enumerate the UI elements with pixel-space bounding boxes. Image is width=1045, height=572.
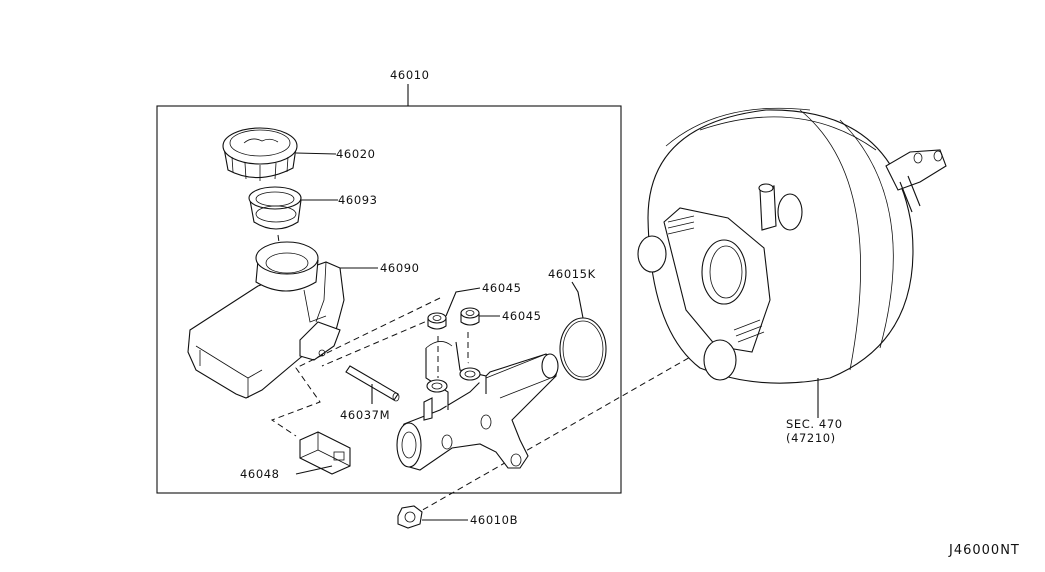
oring — [559, 281, 607, 381]
label-seal-ring: 46093 — [338, 193, 378, 207]
label-connector: 46048 — [240, 467, 280, 481]
grommet-b — [460, 307, 500, 326]
label-reservoir: 46090 — [380, 261, 420, 275]
assembly-frame — [156, 84, 622, 494]
pin — [345, 365, 400, 404]
diagram-code: J46000NT — [949, 543, 1020, 558]
reservoir-tank — [187, 241, 378, 399]
brake-booster — [637, 107, 947, 418]
label-oring: 46015K — [548, 267, 596, 281]
label-grommet-a: 46045 — [482, 281, 522, 295]
grommet-a — [427, 287, 481, 330]
label-assembly: 46010 — [390, 68, 430, 82]
label-pin: 46037M — [340, 408, 391, 422]
connector — [295, 431, 351, 475]
master-cylinder — [396, 341, 559, 471]
label-grommet-b: 46045 — [502, 309, 542, 323]
seal-ring — [248, 186, 338, 251]
label-cap: 46020 — [336, 147, 376, 161]
label-booster-ref: (47210) — [786, 431, 836, 445]
label-nut: 46010B — [470, 513, 519, 527]
reservoir-cap — [222, 127, 337, 181]
nut — [397, 505, 468, 529]
label-booster-sec: SEC. 470 — [786, 417, 843, 431]
